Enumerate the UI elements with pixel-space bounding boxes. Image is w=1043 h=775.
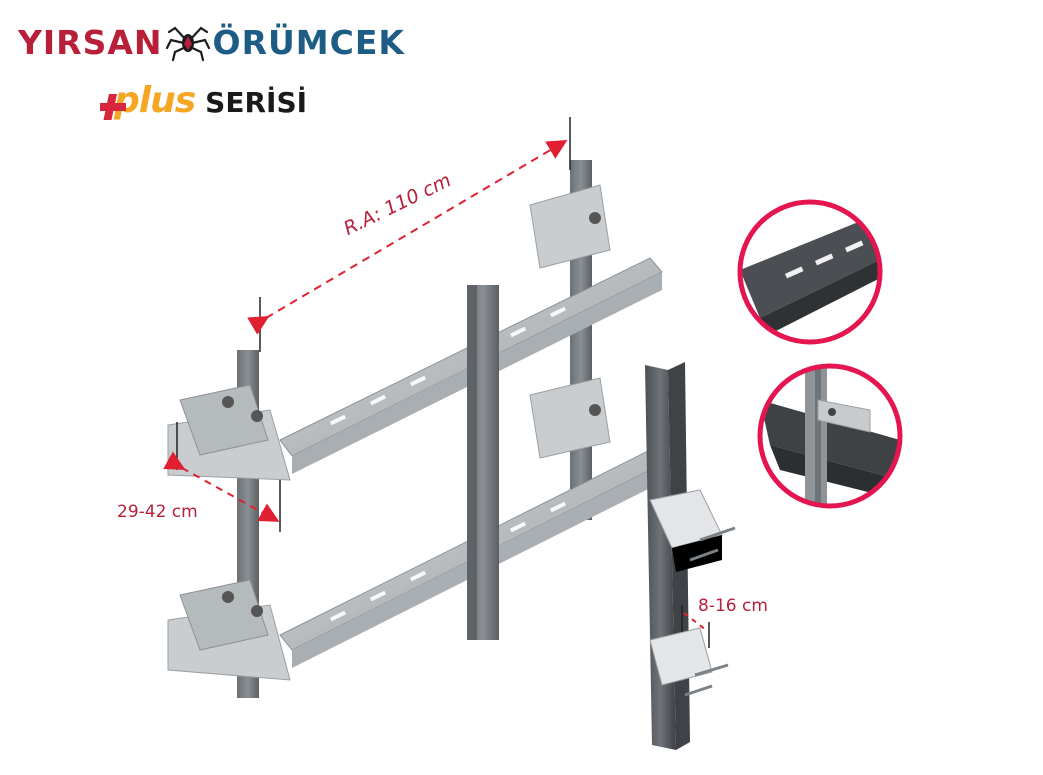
brand-name-left: YIRSAN xyxy=(18,22,163,62)
detail-callout-rail-connection xyxy=(760,366,900,506)
plus-cross-icon xyxy=(100,94,126,120)
bracket-lower-back xyxy=(529,377,611,459)
center-vertical-post xyxy=(467,285,499,640)
bracket-upper-back xyxy=(529,184,611,269)
clip-depth-label: 8-16 cm xyxy=(698,596,768,616)
dimension-bracket-depth xyxy=(163,422,281,532)
wall-clip-upper xyxy=(649,489,736,572)
detail-callout-rail-profile xyxy=(740,202,880,342)
series-title: plus SERİSİ xyxy=(100,80,307,121)
brand-logo: YIRSAN ÖRÜMCEK xyxy=(18,22,405,62)
spider-icon xyxy=(165,26,210,62)
dimension-clip-depth xyxy=(681,605,710,648)
bracket-lower-left xyxy=(167,579,291,681)
brand-name-right: ÖRÜMCEK xyxy=(212,22,405,62)
detail-ring-upper xyxy=(737,199,883,345)
detail-ring-lower xyxy=(757,363,903,509)
serisi-label: SERİSİ xyxy=(205,86,308,119)
plus-label: plus xyxy=(100,80,196,121)
dimension-rail-spacing xyxy=(247,117,571,352)
wall-clip-lower xyxy=(649,627,729,697)
bracket-upper-left xyxy=(167,384,291,481)
bracket-depth-label: 29-42 cm xyxy=(117,502,198,522)
